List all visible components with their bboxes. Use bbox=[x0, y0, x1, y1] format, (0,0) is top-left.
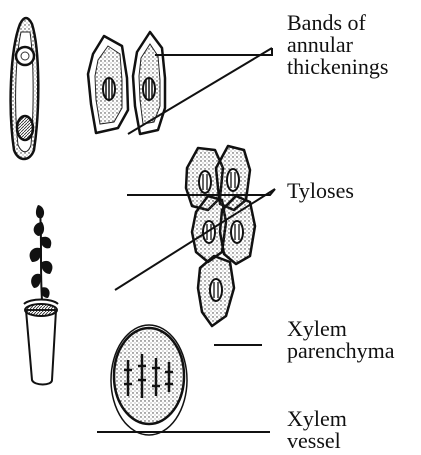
label-tyloses: Tyloses bbox=[287, 180, 354, 202]
label-xylem-parenchyma: Xylem parenchyma bbox=[287, 318, 395, 362]
annular-cell-left-drawing bbox=[88, 36, 128, 133]
round-cell-drawing bbox=[111, 325, 187, 435]
label-bands-of-annular-thickenings: Bands of annular thickenings bbox=[287, 12, 388, 78]
label-line: vessel bbox=[287, 430, 347, 452]
label-line: parenchyma bbox=[287, 340, 395, 362]
label-line: Xylem bbox=[287, 408, 347, 430]
leader-line-bands-upper bbox=[155, 48, 272, 55]
label-line: Tyloses bbox=[287, 180, 354, 202]
label-line: Bands of bbox=[287, 12, 388, 34]
potted-plant-drawing bbox=[24, 205, 58, 385]
label-xylem-vessel: Xylem vessel bbox=[287, 408, 347, 452]
label-line: Xylem bbox=[287, 318, 395, 340]
elongated-cell-drawing bbox=[11, 18, 39, 159]
label-line: thickenings bbox=[287, 56, 388, 78]
annular-cell-right-drawing bbox=[133, 32, 165, 134]
label-line: annular bbox=[287, 34, 388, 56]
